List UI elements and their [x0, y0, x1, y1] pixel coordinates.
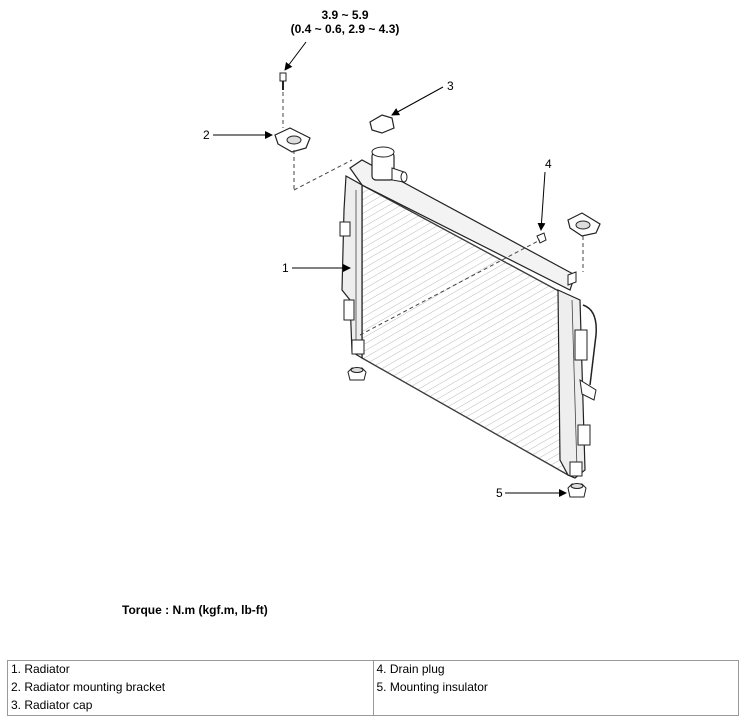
- parts-legend-table: 1. Radiator 4. Drain plug 2. Radiator mo…: [7, 660, 739, 716]
- table-row: 1. Radiator 4. Drain plug: [7, 660, 739, 679]
- radiator-mounting-bracket-right: [567, 212, 601, 237]
- assembly-guide-lines: [282, 92, 584, 336]
- table-row: 3. Radiator cap: [7, 697, 739, 716]
- mounting-bolt: [279, 72, 287, 90]
- radiator-mounting-bracket: [274, 127, 311, 153]
- legend-item: 1. Radiator: [7, 660, 374, 679]
- radiator-exploded-diagram: [213, 41, 601, 498]
- legend-item: 5. Mounting insulator: [372, 679, 739, 697]
- radiator-cap: [369, 114, 395, 134]
- callout-1: 1: [282, 261, 289, 275]
- legend-item: [372, 697, 739, 716]
- callout-3: 3: [447, 79, 454, 93]
- torque-units-note: Torque : N.m (kgf.m, lb-ft): [122, 603, 268, 617]
- legend-item: 2. Radiator mounting bracket: [7, 679, 374, 697]
- legend-item: 3. Radiator cap: [7, 697, 374, 716]
- callout-2: 2: [203, 128, 210, 142]
- callout-leaders: [213, 41, 567, 497]
- callout-4: 4: [545, 157, 552, 171]
- bolt-torque-spec: 3.9 ~ 5.9 (0.4 ~ 0.6, 2.9 ~ 4.3): [250, 8, 440, 36]
- callout-5: 5: [496, 486, 503, 500]
- table-row: 2. Radiator mounting bracket 5. Mounting…: [7, 679, 739, 697]
- mounting-insulator: [347, 367, 587, 498]
- torque-alt-units: (0.4 ~ 0.6, 2.9 ~ 4.3): [290, 22, 400, 36]
- torque-nm: 3.9 ~ 5.9: [321, 8, 369, 22]
- radiator: [339, 146, 597, 479]
- drain-plug: [536, 232, 547, 244]
- legend-item: 4. Drain plug: [372, 660, 739, 679]
